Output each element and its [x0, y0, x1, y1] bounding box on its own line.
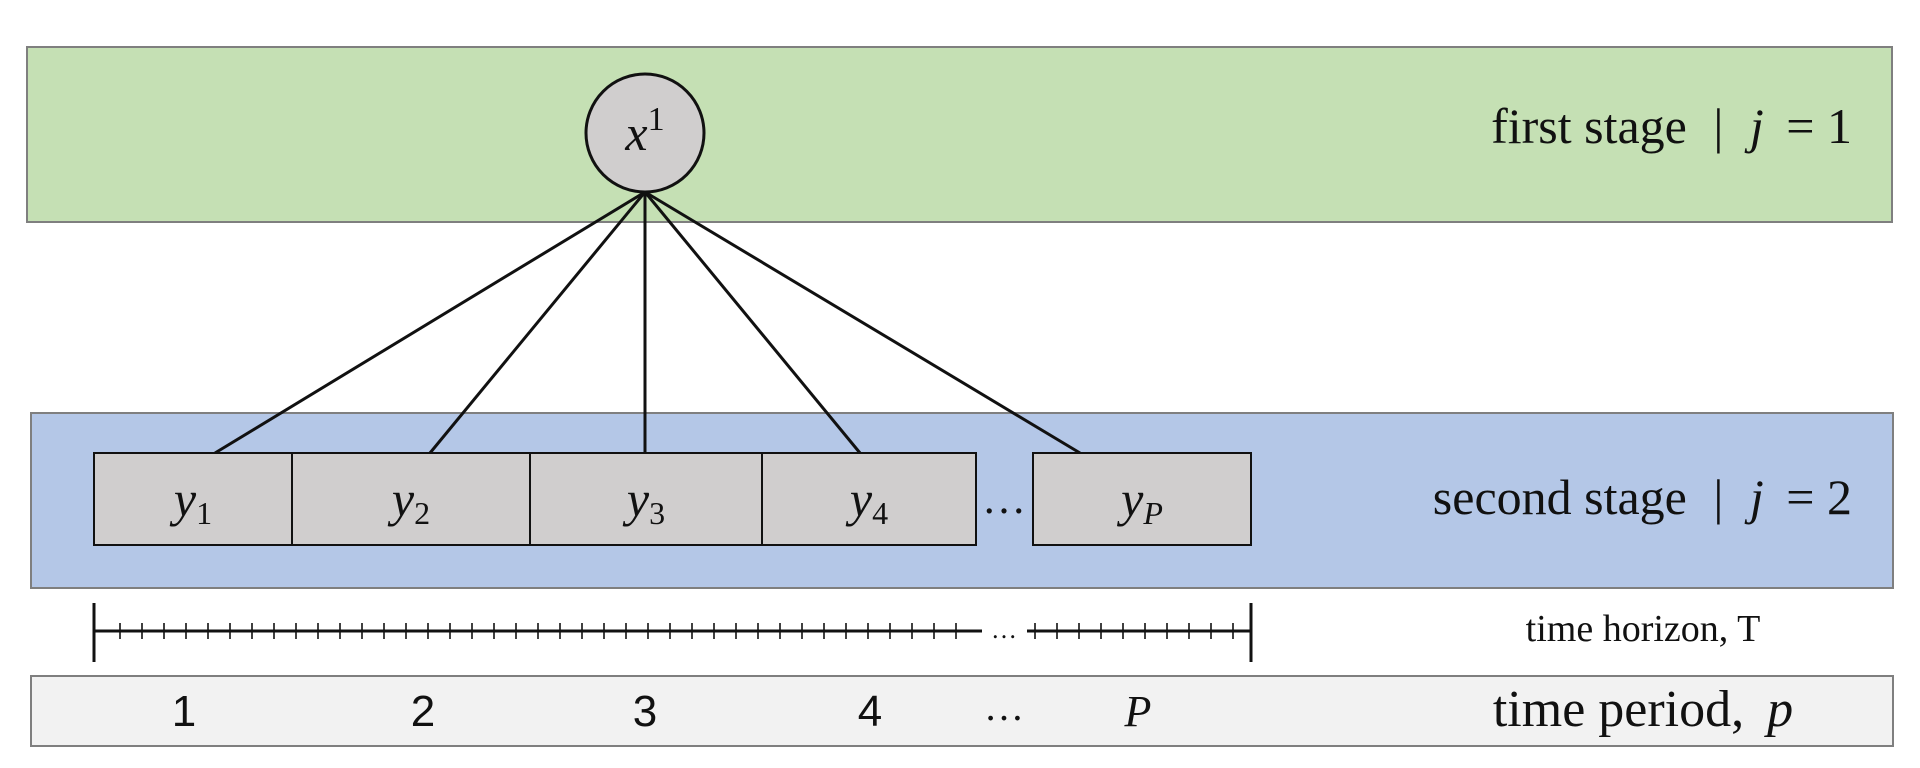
second-stage-gap-ellipsis: … — [982, 474, 1026, 523]
time-axis — [92, 603, 1253, 662]
connector-lines — [214, 190, 1081, 455]
second-stage-box-1 — [93, 452, 293, 546]
first-stage-band — [26, 46, 1893, 223]
second-stage-label: second stage | j = 2 — [1433, 469, 1852, 525]
time-period-tick-2: 2 — [411, 687, 435, 736]
second-stage-box-2-label: y2 — [387, 471, 430, 531]
connector-line-2 — [428, 191, 647, 454]
first-stage-separator: | — [1713, 98, 1723, 154]
connector-line-5 — [644, 190, 1081, 455]
time-period-tick-4: 4 — [858, 687, 882, 736]
second-stage-box-5-label: yP — [1116, 471, 1163, 531]
second-stage-box-4 — [761, 452, 977, 546]
second-stage-box-1-label: y1 — [169, 471, 212, 531]
second-stage-index-eq: = 2 — [1786, 469, 1852, 525]
second-stage-box-3 — [529, 452, 763, 546]
root-node-sup: 1 — [648, 101, 665, 138]
time-axis-minor-ticks — [119, 623, 1234, 639]
second-stage-separator: | — [1713, 469, 1723, 525]
second-stage-boxes — [93, 452, 1252, 546]
time-period-tick-P: P — [1124, 687, 1152, 736]
time-period-label: time period, p — [1493, 681, 1793, 738]
first-stage-index-eq: = 1 — [1786, 98, 1852, 154]
svg-text:x1: x1 — [624, 101, 664, 161]
first-stage-text: first stage — [1491, 98, 1687, 154]
root-node-var: x — [624, 105, 647, 161]
time-period-tick-1: 1 — [172, 687, 196, 736]
connector-line-4 — [643, 191, 862, 454]
second-stage-box-2 — [291, 452, 531, 546]
second-stage-box-4-label: y4 — [845, 471, 888, 531]
time-horizon-label: time horizon, T — [1526, 608, 1761, 650]
time-period-gap-ellipsis: … — [984, 684, 1024, 729]
second-stage-box-5 — [1032, 452, 1252, 546]
second-stage-text: second stage — [1433, 469, 1687, 525]
time-period-label-text: time period, — [1493, 681, 1744, 738]
time-period-label-var: p — [1763, 681, 1793, 738]
time-axis-gap-ellipsis: … — [991, 615, 1017, 644]
time-period-band — [30, 675, 1894, 747]
first-stage-label: first stage | j = 1 — [1491, 98, 1852, 154]
time-period-tick-3: 3 — [633, 687, 657, 736]
root-node: x1 — [584, 72, 706, 194]
root-node-circle — [584, 72, 706, 194]
second-stage-box-3-label: y3 — [622, 471, 665, 531]
connector-line-1 — [214, 190, 646, 455]
